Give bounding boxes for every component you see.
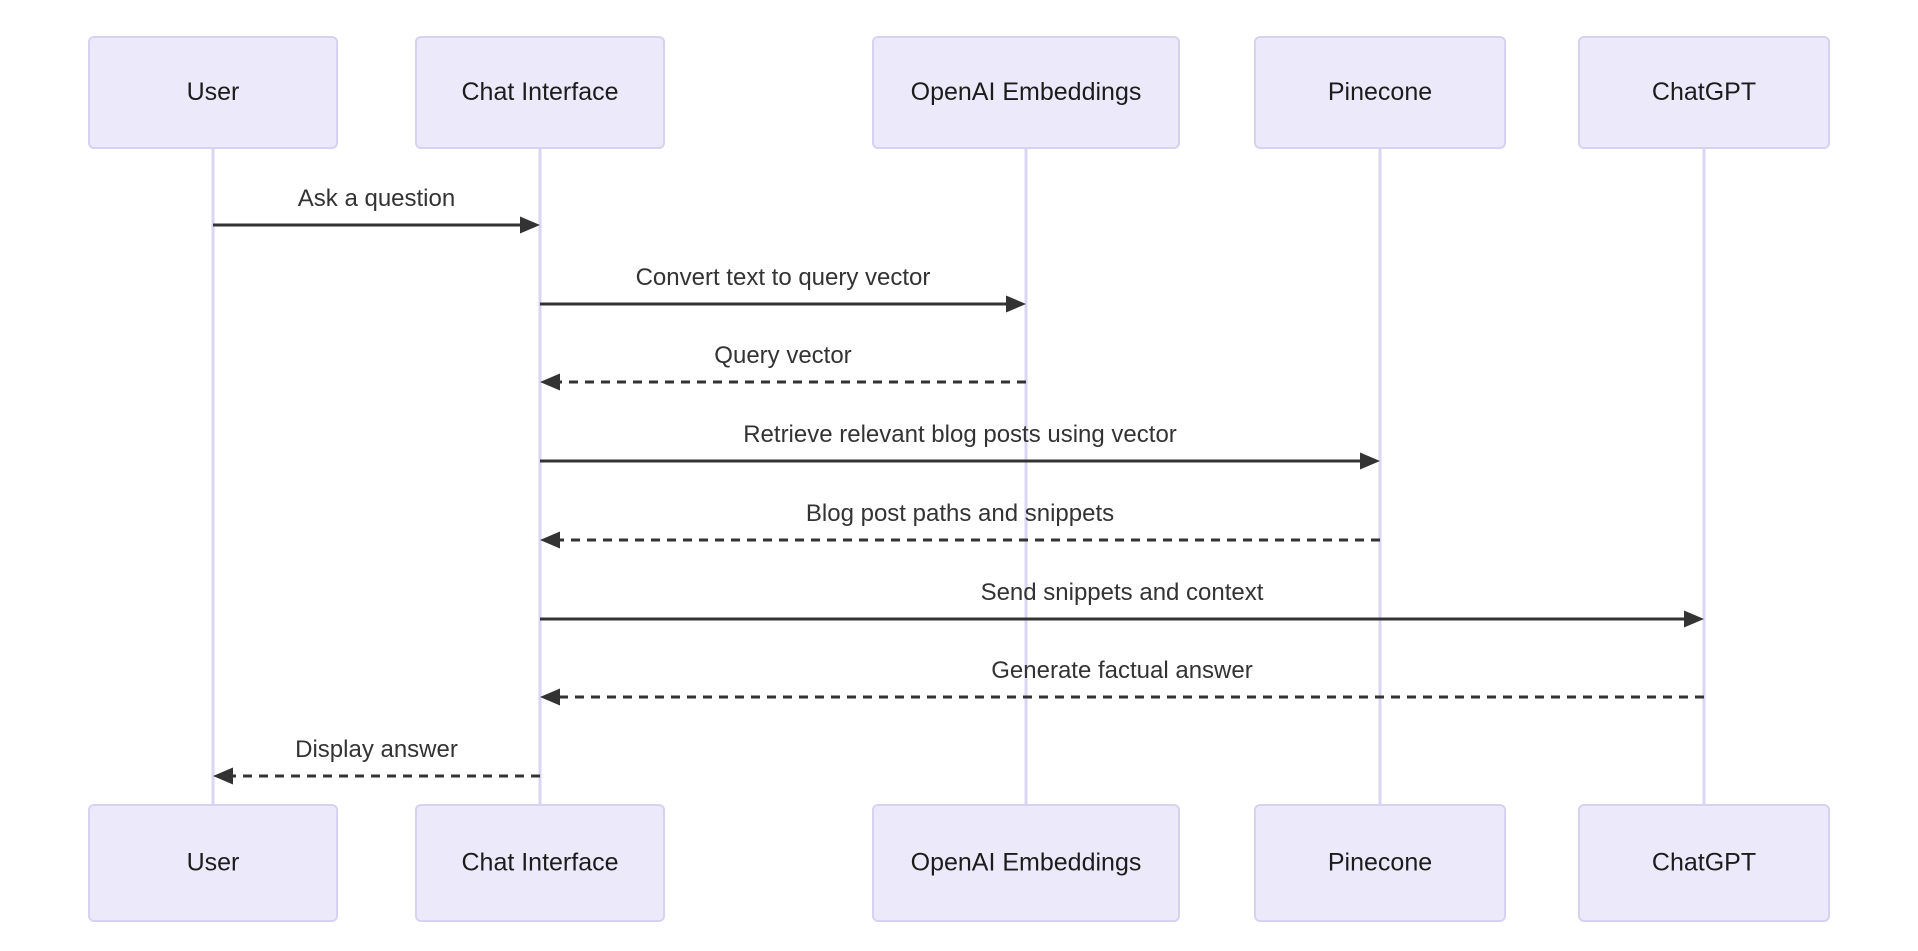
message-arrowhead-8 [213,767,233,785]
message-label-8: Display answer [295,736,458,763]
lifelines-layer [211,138,1706,815]
message-arrowhead-6 [1684,610,1704,628]
message-label-1: Ask a question [298,185,455,212]
message-4-chat-to-pinecone[interactable]: Retrieve relevant blog posts using vecto… [540,421,1380,470]
actor-box-rect-bottom-pinecone [1254,804,1506,922]
message-label-6: Send snippets and context [981,579,1264,606]
message-3-embeddings-to-chat[interactable]: Query vector [540,342,1026,391]
actor-label-bottom-pinecone: Pinecone [1328,849,1432,877]
message-arrowhead-5 [540,531,560,549]
actor-box-top-chat[interactable]: Chat Interface [415,36,665,149]
actor-box-rect-top-pinecone [1254,36,1506,149]
message-arrowhead-2 [1006,295,1026,313]
actors-bottom-layer: User Chat Interface OpenAI Embeddings Pinec… [88,804,1830,922]
actor-box-rect-top-user [88,36,338,149]
actor-label-top-embeddings: OpenAI Embeddings [911,78,1142,106]
actors-top-layer: User Chat Interface OpenAI Embeddings Pinec… [88,36,1830,149]
actor-box-bottom-embeddings[interactable]: OpenAI Embeddings [872,804,1180,922]
actor-box-rect-top-chat [415,36,665,149]
message-1-user-to-chat[interactable]: Ask a question [213,185,540,234]
actor-box-bottom-pinecone[interactable]: Pinecone [1254,804,1506,922]
actor-box-bottom-chatgpt[interactable]: ChatGPT [1578,804,1830,922]
actor-box-top-embeddings[interactable]: OpenAI Embeddings [872,36,1180,149]
actor-box-rect-bottom-chatgpt [1578,804,1830,922]
actor-box-top-user[interactable]: User [88,36,338,149]
message-8-chat-to-user[interactable]: Display answer [213,736,540,785]
actor-box-rect-bottom-user [88,804,338,922]
actor-box-rect-top-chatgpt [1578,36,1830,149]
message-6-chat-to-chatgpt[interactable]: Send snippets and context [540,579,1704,628]
message-arrowhead-1 [520,216,540,234]
message-label-4: Retrieve relevant blog posts using vecto… [743,421,1177,448]
message-2-chat-to-embeddings[interactable]: Convert text to query vector [540,264,1026,313]
actor-box-rect-bottom-chat [415,804,665,922]
message-label-2: Convert text to query vector [636,264,931,291]
message-arrowhead-7 [540,688,560,706]
actor-box-bottom-user[interactable]: User [88,804,338,922]
actor-label-bottom-chat: Chat Interface [461,849,618,877]
actor-label-bottom-embeddings: OpenAI Embeddings [911,849,1142,877]
actor-box-top-chatgpt[interactable]: ChatGPT [1578,36,1830,149]
actor-label-top-pinecone: Pinecone [1328,78,1432,106]
message-label-7: Generate factual answer [991,657,1252,684]
message-arrowhead-3 [540,373,560,391]
message-5-pinecone-to-chat[interactable]: Blog post paths and snippets [540,500,1380,549]
actor-label-top-chatgpt: ChatGPT [1652,78,1756,106]
actor-box-bottom-chat[interactable]: Chat Interface [415,804,665,922]
message-label-3: Query vector [714,342,851,369]
message-arrowhead-4 [1360,452,1380,470]
actor-box-top-pinecone[interactable]: Pinecone [1254,36,1506,149]
actor-label-bottom-chatgpt: ChatGPT [1652,849,1756,877]
actor-label-top-user: User [187,78,240,106]
message-label-5: Blog post paths and snippets [806,500,1114,527]
message-7-chatgpt-to-chat[interactable]: Generate factual answer [540,657,1704,706]
actor-label-top-chat: Chat Interface [461,78,618,106]
actor-label-bottom-user: User [187,849,240,877]
actor-box-rect-top-embeddings [872,36,1180,149]
actor-box-rect-bottom-embeddings [872,804,1180,922]
